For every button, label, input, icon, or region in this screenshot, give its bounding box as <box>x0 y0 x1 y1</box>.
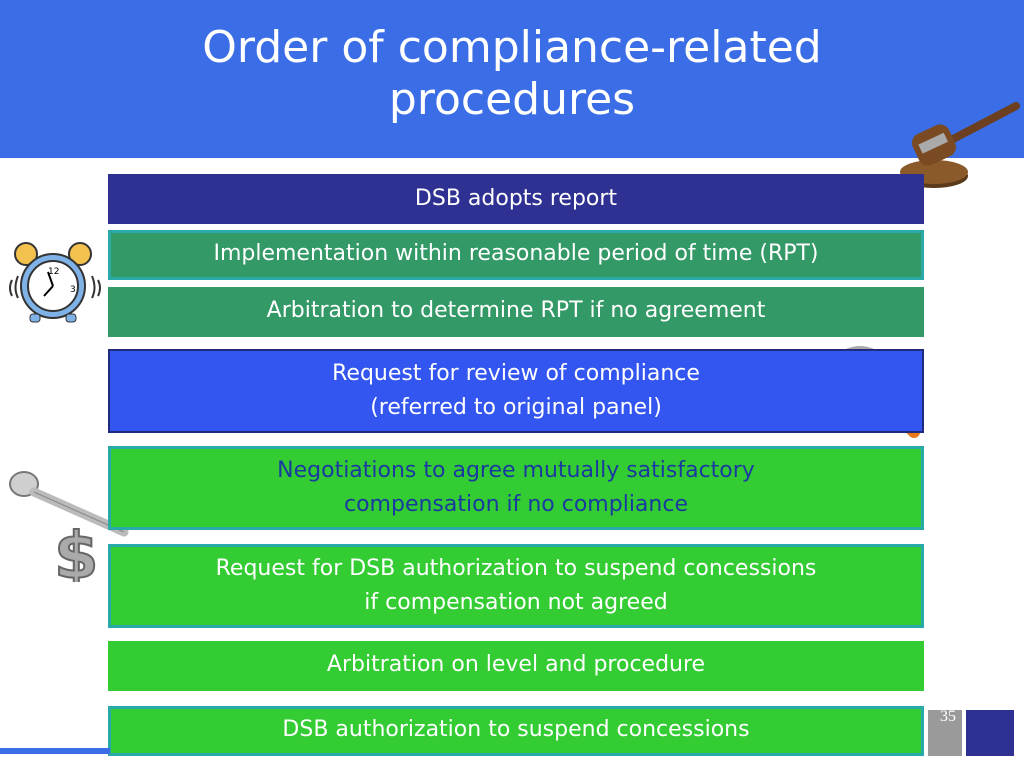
title-line-1: Order of compliance-related <box>202 22 822 73</box>
step-arbitration-rpt: Arbitration to determine RPT if no agree… <box>108 287 924 337</box>
step-request-dsb-authorization: Request for DSB authorization to suspend… <box>108 544 924 628</box>
title-banner <box>0 0 1024 158</box>
step-arbitration-level: Arbitration on level and procedure <box>108 641 924 691</box>
step-label: Implementation within reasonable period … <box>213 241 819 266</box>
footer-line <box>0 748 110 754</box>
step-label: Request for review of compliance <box>332 361 700 386</box>
page-number: 35 <box>940 708 956 725</box>
svg-text:$: $ <box>54 520 99 582</box>
step-label-line2: compensation if no compliance <box>344 492 688 517</box>
step-negotiations-compensation: Negotiations to agree mutually satisfact… <box>108 446 924 530</box>
step-request-review-compliance: Request for review of compliance (referr… <box>108 349 924 433</box>
footer-blue-block <box>966 710 1014 756</box>
step-dsb-adopts-report: DSB adopts report <box>108 174 924 224</box>
step-label: Arbitration on level and procedure <box>326 652 706 677</box>
step-label: DSB authorization to suspend concessions <box>282 717 750 742</box>
step-label: Arbitration to determine RPT if no agree… <box>266 298 766 323</box>
title-line-2: procedures <box>388 74 636 125</box>
step-label-line2: (referred to original panel) <box>370 395 662 420</box>
step-label: DSB adopts report <box>414 186 618 211</box>
dollar-key-icon: $ <box>9 471 129 582</box>
footer-gray-block <box>928 710 962 756</box>
step-label: Negotiations to agree mutually satisfact… <box>277 458 755 483</box>
step-label: Request for DSB authorization to suspend… <box>215 556 817 581</box>
step-label-line2: if compensation not agreed <box>364 590 668 615</box>
slide-title: Order of compliance-related procedures <box>0 22 1024 126</box>
svg-text:3: 3 <box>70 285 76 295</box>
step-implementation-rpt: Implementation within reasonable period … <box>108 230 924 280</box>
step-dsb-authorization-suspend: DSB authorization to suspend concessions <box>108 706 924 756</box>
alarm-clock-icon: 12 3 <box>9 242 101 323</box>
svg-text:12: 12 <box>48 267 59 277</box>
